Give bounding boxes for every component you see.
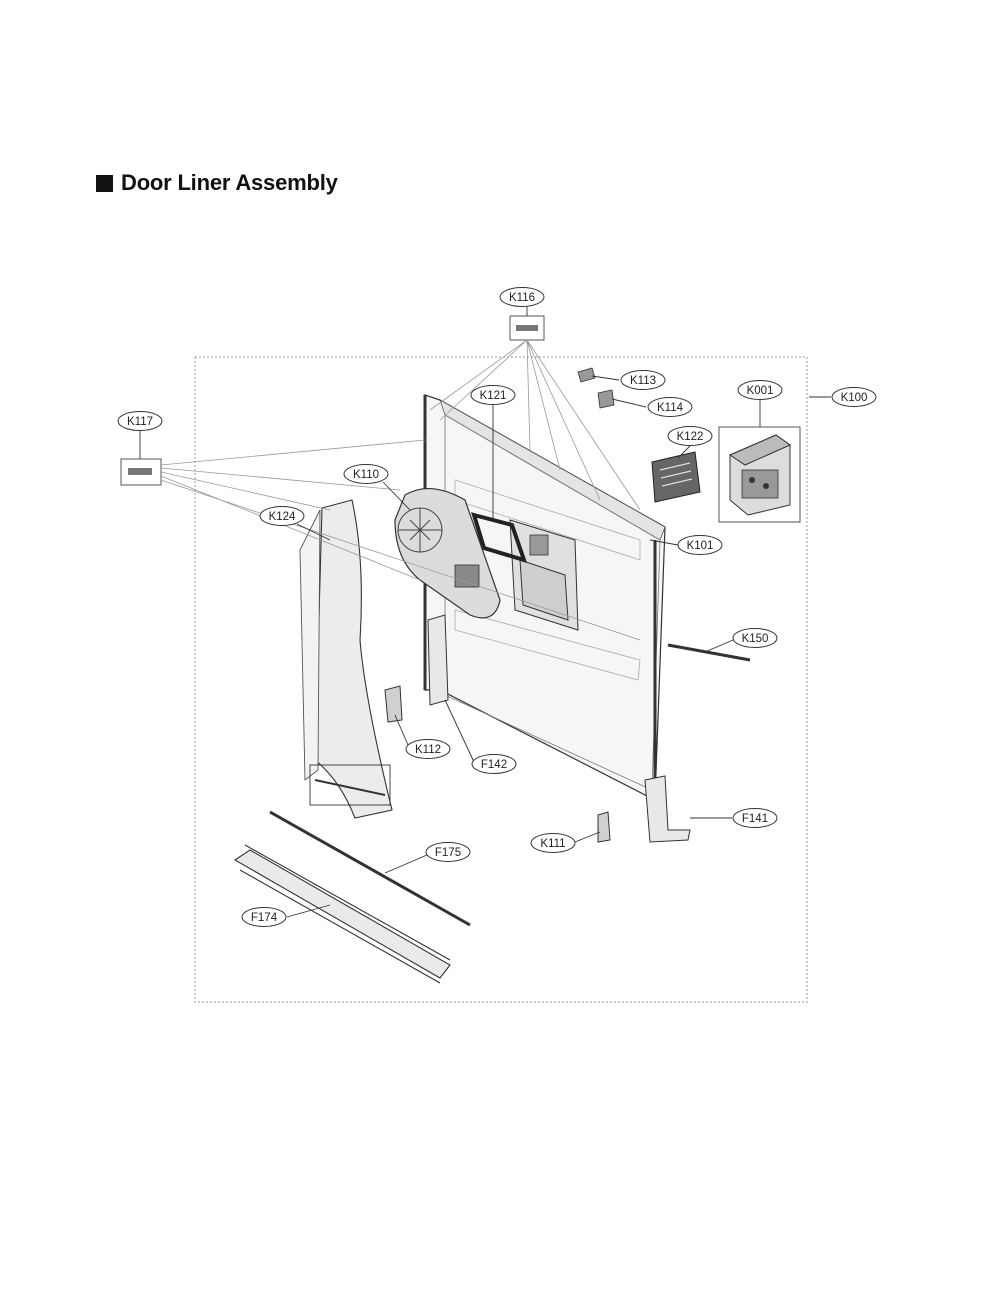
svg-text:K121: K121: [480, 390, 507, 402]
svg-text:K110: K110: [353, 469, 379, 481]
svg-text:K116: K116: [509, 292, 535, 304]
callout-k110: K110: [343, 464, 389, 484]
svg-text:F175: F175: [435, 847, 461, 859]
f174-bottom-rail: [233, 844, 451, 984]
k110-vent-assembly: [394, 487, 501, 619]
callout-k150: K150: [732, 628, 778, 648]
k116-screw-part: [516, 325, 538, 331]
page-title: Door Liner Assembly: [121, 170, 338, 195]
svg-text:F142: F142: [481, 759, 507, 771]
callout-k124: K124: [259, 506, 305, 526]
k111-bracket: [597, 811, 611, 843]
k116-leader-lines: [429, 339, 641, 511]
callout-k100: K100: [831, 387, 877, 407]
f141-hinge: [644, 775, 691, 843]
svg-text:K114: K114: [657, 402, 684, 414]
callout-k114: K114: [647, 397, 693, 417]
svg-text:K113: K113: [630, 375, 656, 387]
k112-bracket: [384, 685, 403, 723]
k122-vent-grille: [651, 451, 701, 503]
k121-gasket: [471, 512, 528, 564]
callout-k112: K112: [405, 739, 451, 759]
k117-screw-part: [128, 468, 152, 475]
svg-text:F141: F141: [742, 813, 768, 825]
k117-leader-lines: [160, 439, 641, 641]
k114-clip: [597, 389, 615, 409]
svg-text:K101: K101: [687, 540, 714, 552]
k001-control-module: [728, 434, 792, 516]
callout-k117: K117: [117, 411, 163, 431]
callout-leaders: [139, 306, 831, 918]
svg-text:K001: K001: [747, 385, 774, 397]
callout-k111: K111: [530, 833, 576, 853]
svg-text:K111: K111: [540, 838, 565, 850]
heading-bullet-square: [96, 174, 113, 192]
callout-k122: K122: [667, 426, 713, 446]
svg-text:K124: K124: [269, 511, 296, 523]
k150-rod: [667, 643, 751, 662]
assembly-boundary-box: [194, 356, 808, 1003]
svg-text:K117: K117: [127, 416, 153, 428]
callout-k121: K121: [470, 385, 516, 405]
callout-f174: F174: [241, 907, 287, 927]
callout-k116: K116: [499, 287, 545, 307]
section-heading: Door Liner Assembly: [96, 170, 338, 196]
callout-k001: K001: [737, 380, 783, 400]
callout-f142: F142: [471, 754, 517, 774]
svg-text:F174: F174: [251, 912, 278, 924]
callout-f141: F141: [732, 808, 778, 828]
callout-k113: K113: [620, 370, 666, 390]
callout-f175: F175: [425, 842, 471, 862]
k113-clip: [577, 367, 596, 383]
k124-side-trim: [299, 499, 393, 819]
f142-hinge: [427, 614, 449, 706]
callout-k101: K101: [677, 535, 723, 555]
svg-text:K112: K112: [415, 744, 441, 756]
f175-rod: [269, 810, 471, 927]
svg-text:K100: K100: [841, 392, 868, 404]
svg-text:K150: K150: [742, 633, 769, 645]
svg-text:K122: K122: [677, 431, 704, 443]
